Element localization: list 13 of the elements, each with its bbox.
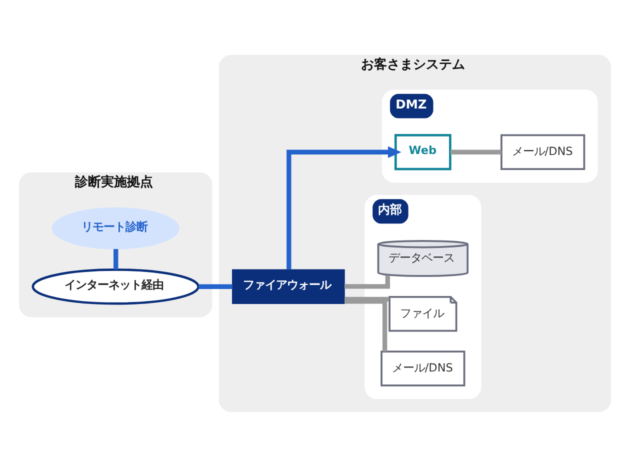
node-ellipse: リモート診断	[52, 206, 180, 249]
node-box: メール/DNS	[380, 350, 466, 386]
node-box: ファイアウォール	[232, 268, 345, 304]
node-ellipse: インターネット経由	[32, 268, 200, 304]
connector	[344, 296, 390, 302]
node-box: メール/DNS	[500, 134, 586, 170]
connector	[198, 284, 232, 288]
connector	[344, 274, 390, 288]
connector	[114, 248, 118, 269]
connector	[344, 298, 388, 352]
connector	[450, 149, 502, 154]
node-box: Web	[394, 134, 452, 170]
arrow	[286, 146, 402, 270]
